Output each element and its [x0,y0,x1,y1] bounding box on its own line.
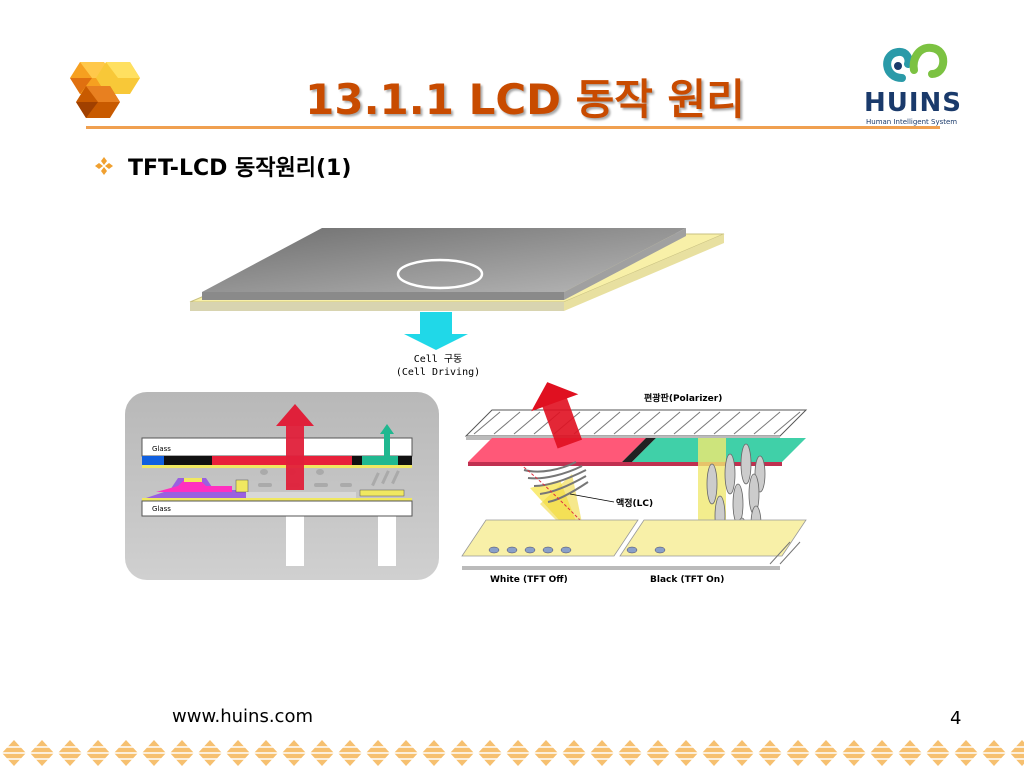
black-state-label: Black (TFT On) [650,575,724,585]
cell-driving-label-en: (Cell Driving) [396,367,480,378]
slide-title: 13.1.1 LCD 동작 원리 [305,75,745,124]
title-underline [86,126,940,129]
page-number: 4 [950,708,962,729]
glass-bottom-label: Glass [152,505,171,513]
white-state-label: White (TFT Off) [490,575,568,585]
footer-url: www.huins.com [172,706,314,727]
logo-cubes-icon [70,62,140,118]
cell-driving-arrow [404,312,468,350]
four-diamond-bullet-icon [95,157,113,175]
brand-logo: HUINS Human Intelligent System [862,40,970,130]
glass-top-label: Glass [152,445,171,453]
polarizer-label: 편광판(Polarizer) [644,392,722,404]
exploded-diagram [461,382,808,570]
brand-tagline: Human Intelligent System [866,118,958,126]
liquid-crystal-label: 액정(LC) [616,497,653,509]
cross-section-panel: Glass Glass [125,392,439,580]
zoom-circle [396,258,484,290]
huins-swirl-icon [883,43,948,82]
lcd-panel-top [189,228,725,311]
footer-pattern [0,738,1024,768]
section-heading: TFT-LCD 동작원리(1) [128,156,352,181]
cell-driving-label-ko: Cell 구동 [414,353,463,365]
brand-name: HUINS [864,88,963,118]
